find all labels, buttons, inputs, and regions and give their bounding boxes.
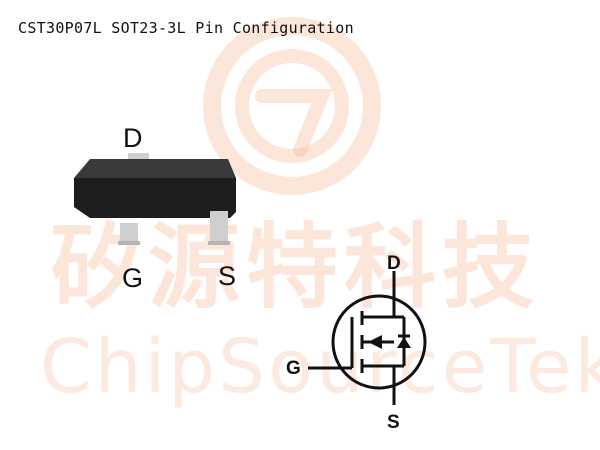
symbol-circle: [331, 294, 427, 390]
symbol-body-diode: [397, 337, 411, 348]
p-channel-mosfet-icon: [308, 271, 427, 405]
symbol-label-source: S: [387, 412, 400, 433]
symbol-label-drain: D: [387, 253, 401, 274]
package-illustration: [74, 153, 236, 245]
package-label-source: S: [218, 261, 237, 291]
package-body-top: [74, 159, 236, 178]
symbol-arrow: [368, 335, 382, 349]
gate-lead: [120, 223, 138, 245]
package-label-gate: G: [122, 263, 144, 293]
package-label-drain: D: [123, 123, 143, 153]
source-lead-foot: [208, 241, 230, 245]
page-title: CST30P07L SOT23-3L Pin Configuration: [18, 19, 354, 37]
gate-lead-foot: [118, 241, 140, 245]
symbol-label-gate: G: [286, 358, 301, 379]
source-lead: [210, 211, 228, 245]
package-body: [74, 178, 236, 218]
